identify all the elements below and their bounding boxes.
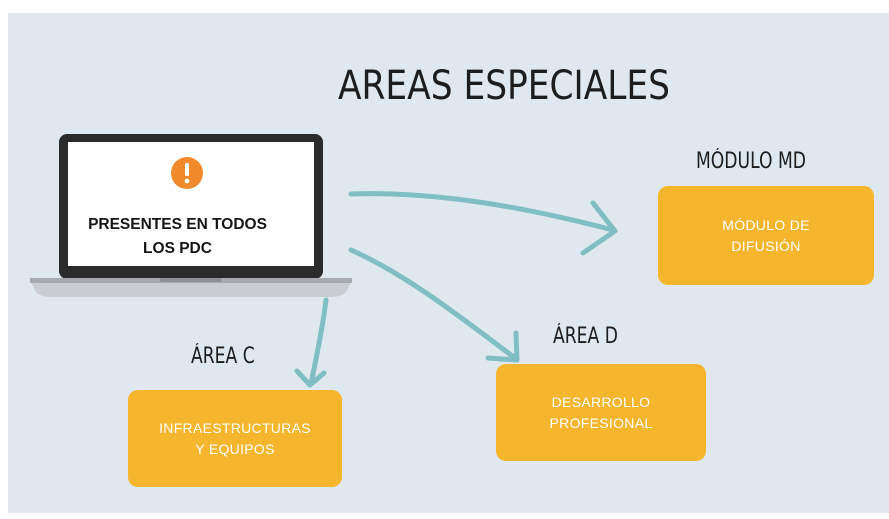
module-md-text: MÓDULO DE DIFUSIÓN (722, 216, 810, 254)
connector-arrows (294, 191, 618, 388)
warning-icon (171, 157, 203, 189)
diagram-canvas: AREAS ESPECIALES PRESENTES EN TODOS LOS … (8, 13, 889, 513)
arrow-to-area-c (308, 297, 329, 387)
area-c-box: INFRAESTRUCTURAS Y EQUIPOS (128, 390, 342, 487)
arrowhead-area-c (294, 368, 327, 388)
arrowhead-area-d (485, 330, 520, 363)
arrow-to-area-d (348, 247, 518, 361)
laptop-screen-text: PRESENTES EN TODOS LOS PDC (88, 216, 267, 257)
area-d-text: DESARROLLO PROFESIONAL (549, 393, 653, 431)
area-c-text: INFRAESTRUCTURAS Y EQUIPOS (159, 419, 311, 457)
area-c-heading: ÁREA C (191, 344, 255, 369)
diagram-title: AREAS ESPECIALES (338, 63, 670, 109)
arrowhead-module-md (580, 200, 618, 256)
area-d-heading: ÁREA D (553, 324, 618, 349)
module-md-heading: MÓDULO MD (696, 149, 807, 174)
module-md-box: MÓDULO DE DIFUSIÓN (658, 186, 874, 285)
area-d-box: DESARROLLO PROFESIONAL (496, 364, 706, 461)
arrow-to-module-md (348, 191, 616, 233)
